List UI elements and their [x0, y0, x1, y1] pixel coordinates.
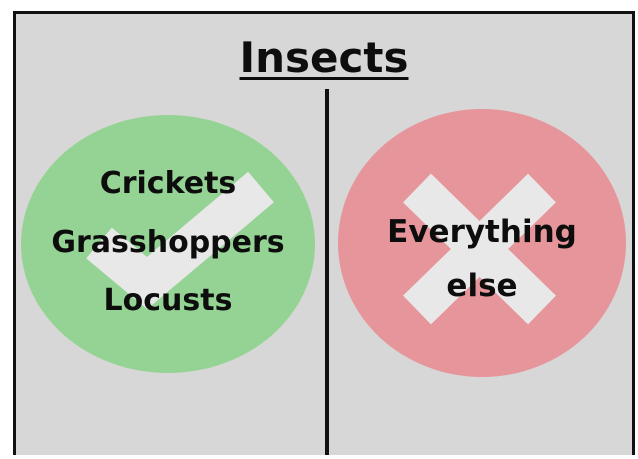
- diagram-title: Insects: [239, 33, 409, 82]
- check-icon: [86, 171, 274, 310]
- included-insects-circle: Crickets Grasshoppers Locusts: [21, 115, 315, 373]
- insects-diagram: Insects Crickets Grasshoppers Locusts Ev…: [13, 11, 635, 455]
- excluded-label-line-1: Everything: [387, 214, 577, 250]
- excluded-label-line-2: else: [446, 268, 518, 304]
- center-divider: [325, 89, 329, 455]
- insect-item-grasshoppers: Grasshoppers: [51, 225, 285, 260]
- excluded-insects-circle: Everything else: [338, 109, 626, 377]
- insect-item-crickets: Crickets: [99, 166, 237, 201]
- insect-item-locusts: Locusts: [103, 283, 233, 318]
- cross-icon: [403, 173, 556, 325]
